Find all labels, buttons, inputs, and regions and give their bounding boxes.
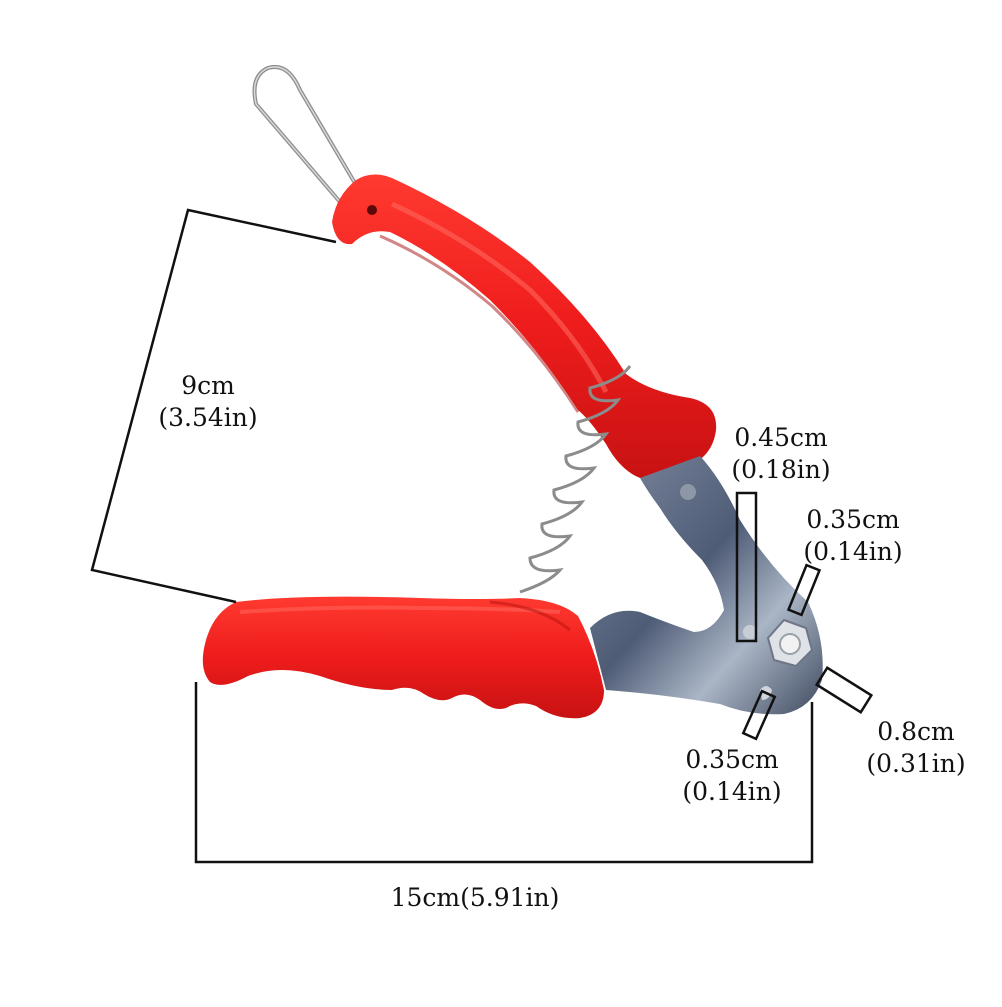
jaw-gap-in: (0.18in) (731, 455, 831, 484)
notch-upper-cm: 0.35cm (806, 505, 900, 534)
notch-lower-label: 0.35cm (0.14in) (670, 744, 794, 808)
cutter-hole-cm: 0.8cm (877, 717, 955, 746)
jaw-gap-label: 0.45cm (0.18in) (722, 422, 840, 486)
cutter-hole-label: 0.8cm (0.31in) (856, 716, 976, 780)
dimension-lines (90, 208, 874, 864)
lower-handle (202, 596, 605, 719)
cutter-hole-in: (0.31in) (866, 749, 966, 778)
handle-span-label: 9cm (3.54in) (146, 370, 270, 434)
total-length-label: 15cm(5.91in) (360, 882, 590, 914)
spring (519, 365, 632, 594)
handle-span-cm: 9cm (181, 371, 235, 400)
notch-lower-cm: 0.35cm (685, 745, 779, 774)
steel-jaw (590, 456, 823, 715)
jaw-gap-cm: 0.45cm (734, 423, 828, 452)
hanging-loop (252, 65, 374, 218)
notch-lower-in: (0.14in) (682, 777, 782, 806)
notch-upper-in: (0.14in) (803, 537, 903, 566)
total-length-text: 15cm(5.91in) (390, 883, 560, 912)
notch-upper-label: 0.35cm (0.14in) (794, 504, 912, 568)
upper-handle (332, 174, 717, 478)
handle-span-in: (3.54in) (158, 403, 258, 432)
